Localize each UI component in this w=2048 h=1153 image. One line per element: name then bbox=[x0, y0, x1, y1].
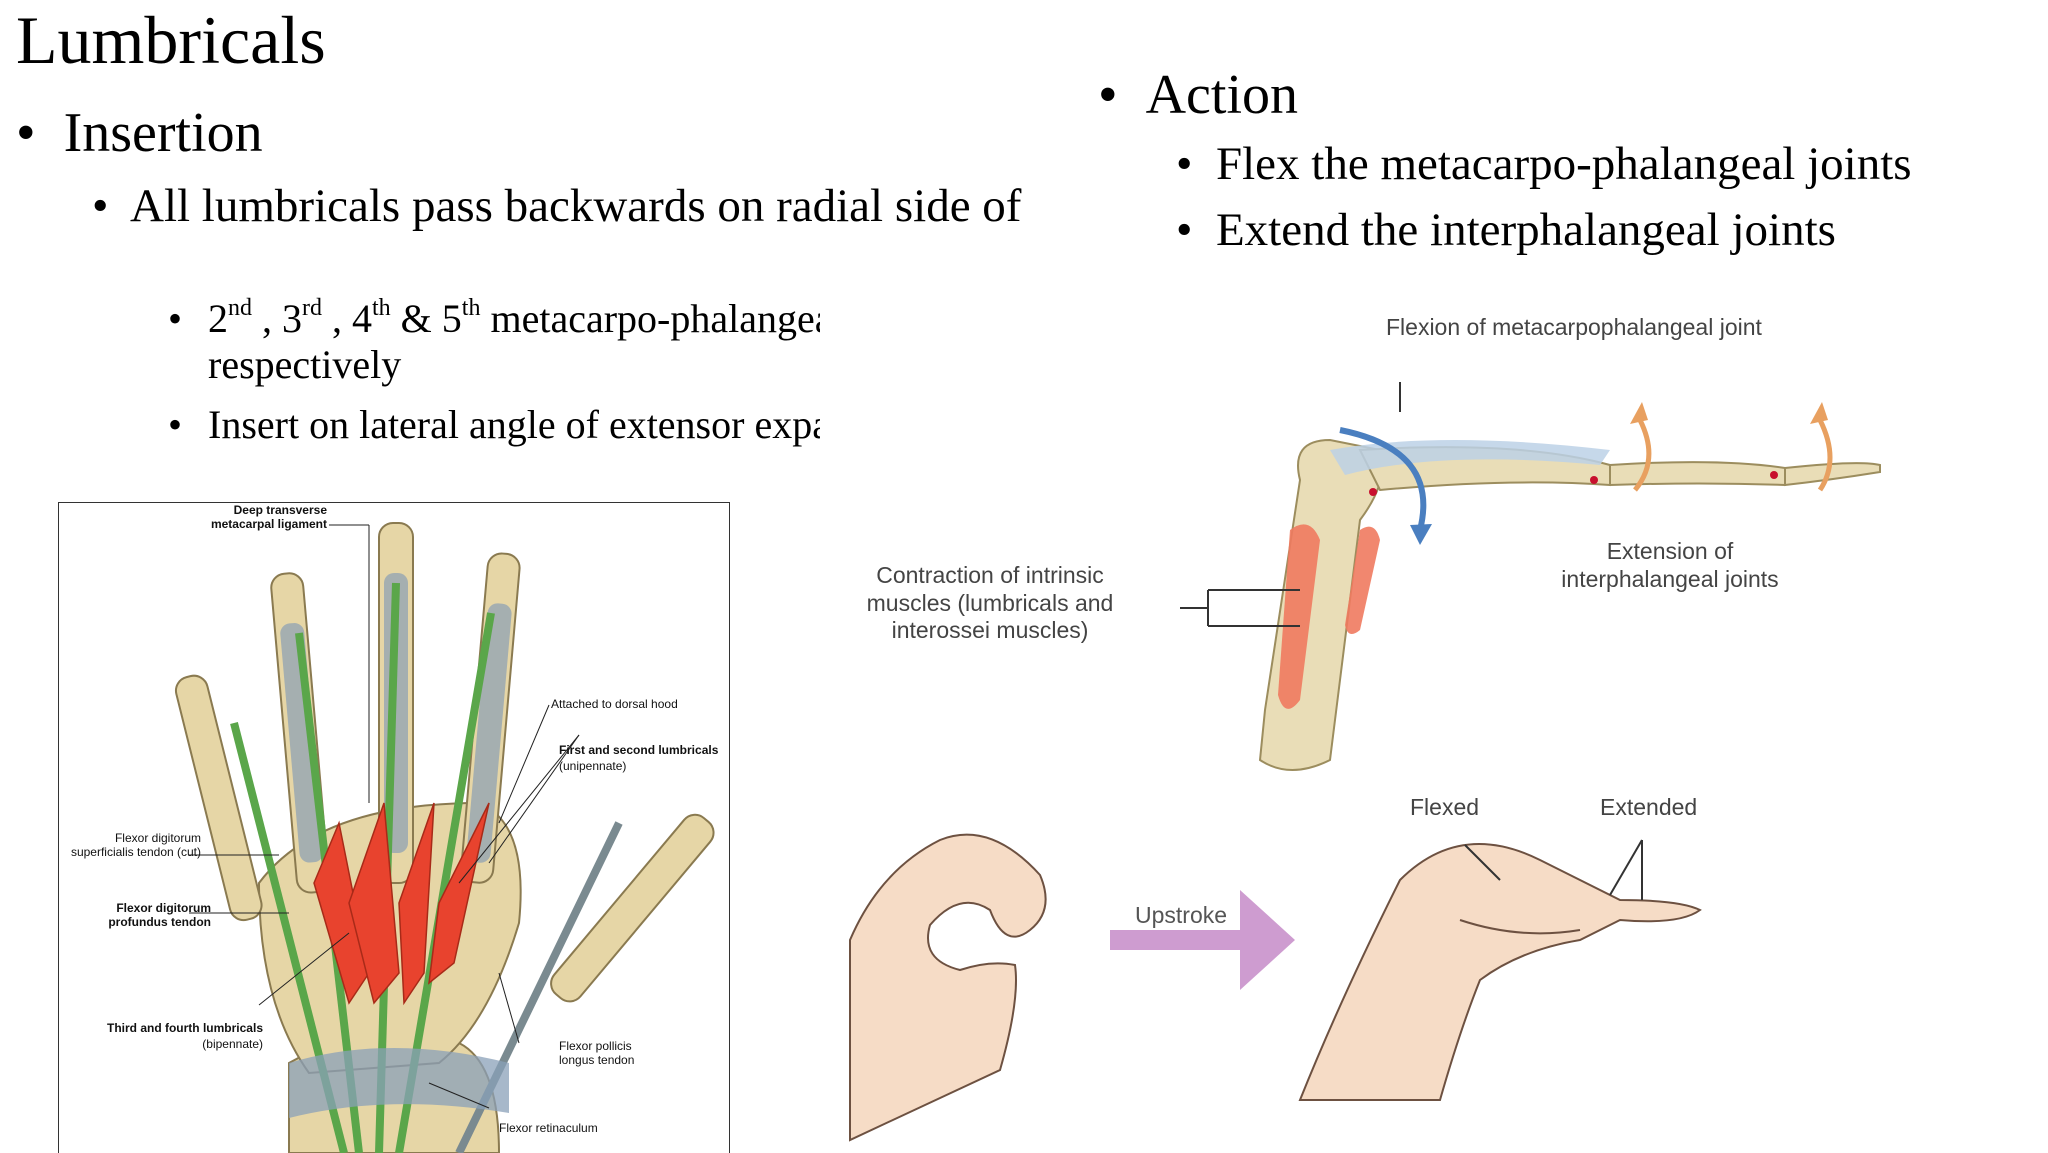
label-unipennate: (unipennate) bbox=[559, 759, 627, 773]
bullet-dot: • bbox=[168, 296, 183, 341]
hand-illustration bbox=[174, 522, 715, 1153]
slide-title: Lumbricals bbox=[16, 2, 326, 78]
label-fds: Flexor digitorum superficialis tendon (c… bbox=[70, 831, 201, 860]
label-third-fourth-lumbricals: Third and fourth lumbricals bbox=[106, 1021, 263, 1035]
label-first-second-lumbricals: First and second lumbricals bbox=[559, 743, 719, 757]
label-extension: Extension of interphalangeal joints bbox=[1561, 538, 1779, 592]
hand-anatomy-figure: Deep transverse metacarpal ligament Atta… bbox=[58, 502, 730, 1153]
bullet-dot: • bbox=[1098, 64, 1146, 126]
label-deep-ligament: Deep transverse metacarpal ligament bbox=[210, 503, 327, 532]
label-extended: Extended bbox=[1600, 794, 1698, 820]
bullet-dot: • bbox=[1176, 204, 1216, 256]
bullet-action: • Action bbox=[1098, 62, 1298, 129]
action-heading: Action bbox=[1145, 64, 1299, 126]
label-flexion: Flexion of metacarpophalangeal joint bbox=[1386, 314, 1762, 340]
bullet-dot: • bbox=[92, 180, 109, 232]
finger-action-figure: Flexion of metacarpophalangeal joint Ext… bbox=[820, 300, 2048, 1152]
finger-illustration bbox=[849, 382, 1881, 1142]
bullet-sub: • All lumbricals pass backwards on radia… bbox=[92, 178, 1072, 234]
bullet-dot: • bbox=[1176, 138, 1216, 190]
label-retinaculum: Flexor retinaculum bbox=[499, 1121, 598, 1135]
label-fpl: Flexor pollicis longus tendon bbox=[559, 1039, 635, 1068]
bullet-lateral-angle: • Insert on lateral angle of extensor ex… bbox=[168, 402, 1068, 448]
bullet-insertion: • Insertion bbox=[16, 100, 263, 167]
lateral-angle-text: Insert on lateral angle of extensor expa… bbox=[208, 402, 917, 447]
label-fdp: Flexor digitorum profundus tendon bbox=[108, 901, 211, 930]
label-bipennate: (bipennate) bbox=[202, 1037, 263, 1051]
insertion-sub: All lumbricals pass backwards on radial … bbox=[130, 180, 1022, 232]
insertion-heading: Insertion bbox=[63, 102, 263, 164]
action-item-1: • Flex the metacarpo-phalangeal joints bbox=[1176, 138, 1912, 190]
bullet-dot: • bbox=[16, 102, 64, 164]
bullet-dot: • bbox=[168, 402, 183, 447]
label-flexed: Flexed bbox=[1410, 794, 1480, 820]
action-item-2: • Extend the interphalangeal joints bbox=[1176, 204, 1836, 256]
label-contraction: Contraction of intrinsic muscles (lumbri… bbox=[866, 562, 1114, 644]
label-upstroke: Upstroke bbox=[1135, 902, 1228, 928]
label-dorsal-hood: Attached to dorsal hood bbox=[551, 697, 678, 711]
